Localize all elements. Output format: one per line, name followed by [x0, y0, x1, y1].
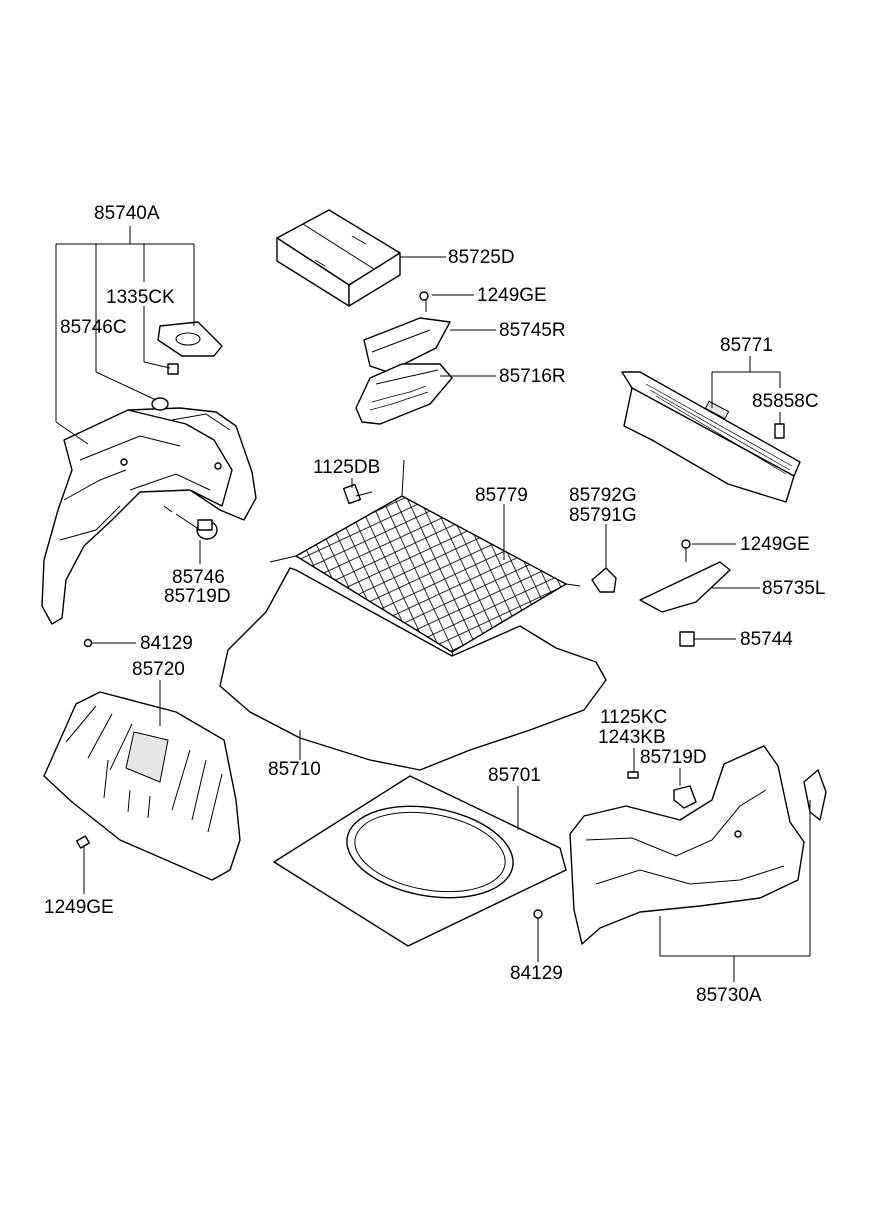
seal-85730A — [803, 769, 827, 821]
clip-85746-85719D — [196, 519, 218, 540]
plate-85735L — [639, 561, 731, 613]
stud-84129-a — [83, 638, 93, 648]
storage-box-85725D — [276, 209, 401, 307]
label-1249GE-c: 1249GE — [44, 897, 114, 918]
label-1125KC: 1125KC — [600, 707, 668, 728]
label-1125DB: 1125DB — [313, 457, 381, 478]
label-85716R: 85716R — [499, 366, 566, 387]
clip-85746C — [151, 363, 179, 411]
label-1249GE-a: 1249GE — [477, 285, 547, 306]
bolt-1125DB — [342, 483, 373, 505]
stud-84129-b — [533, 909, 543, 919]
cover-1335CK — [157, 321, 223, 357]
screw-1249GE-c — [75, 835, 91, 858]
label-85746: 85746 — [172, 567, 225, 588]
label-84129-a: 84129 — [140, 633, 193, 654]
shelf-trim-85771 — [621, 371, 801, 503]
label-85779: 85779 — [475, 485, 528, 506]
label-85858C: 85858C — [752, 391, 819, 412]
label-85719D-b: 85719D — [640, 747, 707, 768]
label-1335CK: 1335CK — [106, 287, 175, 308]
trunk-mat-85710 — [219, 567, 607, 771]
left-trunk-trim-85740A — [41, 407, 257, 625]
label-85746C: 85746C — [60, 317, 127, 338]
right-trunk-trim-85730A — [569, 745, 805, 945]
tray-cover-85745R — [363, 317, 451, 373]
label-85744: 85744 — [740, 629, 793, 650]
leader-lines — [55, 226, 811, 982]
nut-85744 — [679, 631, 695, 647]
label-85771: 85771 — [720, 335, 773, 356]
label-85725D: 85725D — [448, 247, 515, 268]
label-85719D-a: 85719D — [164, 586, 231, 607]
screw-1249GE-a — [419, 291, 429, 312]
back-panel-85720 — [43, 691, 241, 881]
screw-1249GE-b — [681, 539, 691, 562]
luggage-net-85779 — [269, 459, 581, 665]
floor-covering-85701 — [273, 775, 567, 947]
clip-85719D-b — [673, 785, 697, 809]
clip-85858C — [774, 423, 785, 439]
side-tray-85716R — [355, 363, 453, 425]
label-85792G: 85792G — [569, 485, 637, 506]
label-85710: 85710 — [268, 759, 321, 780]
label-85745R: 85745R — [499, 320, 566, 341]
label-85730A: 85730A — [696, 985, 762, 1006]
label-85740A: 85740A — [94, 203, 160, 224]
label-1249GE-b: 1249GE — [740, 534, 810, 555]
clip-85792G — [591, 567, 617, 593]
label-84129-b: 84129 — [510, 963, 563, 984]
label-85701: 85701 — [488, 765, 541, 786]
label-85735L: 85735L — [762, 578, 826, 599]
label-85720: 85720 — [132, 659, 185, 680]
label-1243KB: 1243KB — [598, 727, 666, 748]
screw-1125KC — [627, 771, 639, 779]
label-85791G: 85791G — [569, 505, 637, 526]
